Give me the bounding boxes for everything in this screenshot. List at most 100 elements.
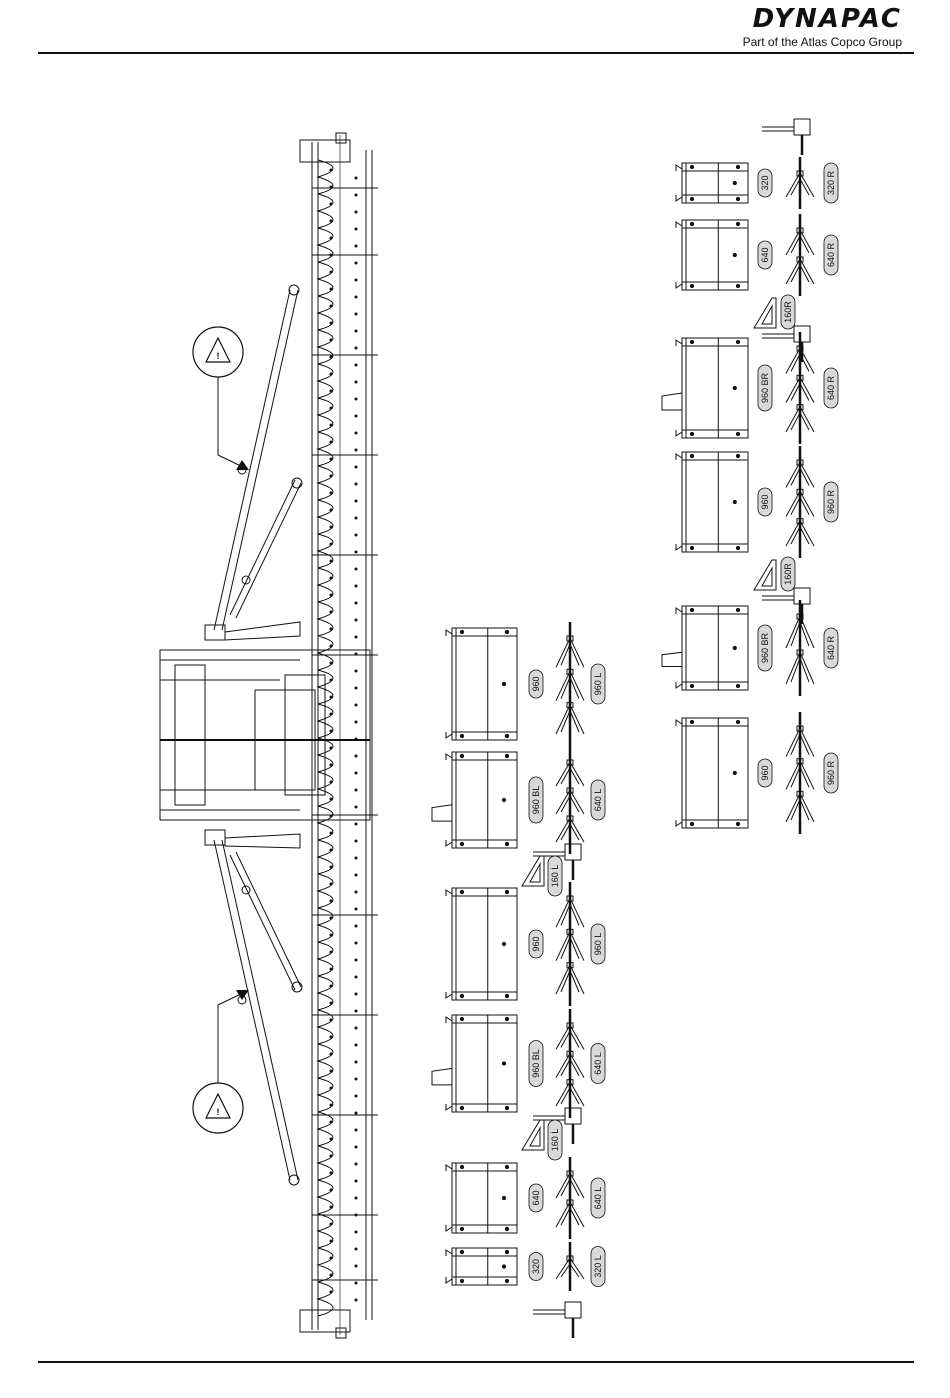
- tamper-unit: [786, 157, 814, 209]
- left-tamper-label-5: 320 L: [591, 1247, 605, 1287]
- left-module-2: 960 960 L: [446, 882, 605, 1006]
- extension-plate: [662, 338, 748, 438]
- left-clamp-label-3-text: 160 L: [550, 1129, 560, 1152]
- warning-callout-bottom: !: [193, 990, 249, 1133]
- left-tamper-label-1-text: 640 L: [593, 789, 603, 812]
- right-tamper-label-3: 960 R: [824, 482, 838, 522]
- right-tamper-label-1-text: 640 R: [826, 242, 836, 267]
- left-plate-label-5-text: 320: [531, 1259, 541, 1274]
- left-plate-label-4-text: 640: [531, 1190, 541, 1205]
- left-extension-kit: 960 960 L 960 BL 640 L 160 L 960 960 L 960 BL 64…: [432, 622, 605, 1338]
- left-module-0: 960 960 L: [446, 622, 605, 746]
- left-clamp-label-3: 160 L: [548, 1120, 562, 1160]
- right-tamper-label-2: 640 R: [824, 368, 838, 408]
- tamper-unit: [556, 1242, 584, 1291]
- extension-plate: [446, 888, 517, 1000]
- left-plate-label-1-text: 960 BL: [531, 786, 541, 815]
- right-plate-label-3: 960: [758, 488, 772, 516]
- extension-plate: [662, 606, 748, 690]
- right-module-1: 640 640 R 160R: [676, 214, 838, 362]
- right-plate-label-5: 960: [758, 759, 772, 787]
- right-tamper-label-5: 960 R: [824, 753, 838, 793]
- tamper-unit: [786, 214, 814, 296]
- clamp-bracket: [754, 298, 776, 328]
- drive-shaft: [762, 326, 810, 362]
- right-module-4: 960 BR 640 R: [662, 600, 838, 696]
- right-tamper-label-4-text: 640 R: [826, 635, 836, 660]
- right-plate-label-2: 960 BR: [758, 365, 772, 411]
- tamper-unit: [556, 1157, 584, 1239]
- tamper-unit: [556, 746, 584, 854]
- warning-symbol-top: !: [217, 351, 220, 361]
- left-tamper-label-3: 640 L: [591, 1044, 605, 1084]
- tamper-unit: [786, 332, 814, 444]
- right-module-2: 960 BR 640 R: [662, 332, 838, 444]
- extension-plate: [676, 220, 748, 290]
- left-module-3: 960 BL 640 L 160 L: [432, 1009, 605, 1160]
- right-clamp-label-1: 160R: [781, 295, 795, 329]
- tamper-unit: [786, 446, 814, 558]
- tamper-unit: [556, 622, 584, 746]
- left-tamper-label-2: 960 L: [591, 924, 605, 964]
- left-tamper-label-0-text: 960 L: [593, 673, 603, 696]
- drive-shaft: [762, 119, 810, 155]
- extension-plate: [432, 1015, 517, 1112]
- right-tamper-label-1: 640 R: [824, 235, 838, 275]
- left-plate-label-3: 960 BL: [529, 1041, 543, 1087]
- warning-symbol-bottom: !: [217, 1107, 220, 1117]
- left-module-4: 640 640 L: [446, 1157, 605, 1239]
- left-plate-label-0: 960: [529, 670, 543, 698]
- right-clamp-label-3: 160R: [781, 557, 795, 591]
- extension-plate: [446, 1163, 517, 1233]
- clamp-bracket: [754, 560, 776, 590]
- tamper-unit: [786, 600, 814, 696]
- right-plate-label-0-text: 320: [760, 175, 770, 190]
- right-tamper-label-2-text: 640 R: [826, 375, 836, 400]
- extension-plate: [446, 628, 517, 740]
- extension-plate: [676, 163, 748, 203]
- right-plate-label-2-text: 960 BR: [760, 372, 770, 403]
- main-screed-assembly: [160, 133, 378, 1338]
- left-tamper-label-4-text: 640 L: [593, 1187, 603, 1210]
- right-plate-label-0: 320: [758, 169, 772, 197]
- left-plate-label-2: 960: [529, 930, 543, 958]
- left-clamp-label-1: 160 L: [548, 856, 562, 896]
- left-tamper-label-0: 960 L: [591, 664, 605, 704]
- clamp-bracket: [522, 1120, 544, 1150]
- tamper-unit: [556, 882, 584, 1006]
- left-plate-label-5: 320: [529, 1253, 543, 1281]
- right-plate-label-1-text: 640: [760, 247, 770, 262]
- right-module-5: 960 960 R: [676, 712, 838, 834]
- right-clamp-label-1-text: 160R: [783, 301, 793, 323]
- right-extension-kit: 320 320 R 640 640 R 160R 960 BR 640 R 960 960 R 1…: [662, 119, 838, 834]
- left-clamp-label-1-text: 160 L: [550, 865, 560, 888]
- right-tamper-label-0: 320 R: [824, 163, 838, 203]
- left-tamper-label-1: 640 L: [591, 780, 605, 820]
- right-tamper-label-3-text: 960 R: [826, 489, 836, 514]
- extension-plate: [446, 1248, 517, 1285]
- right-plate-label-1: 640: [758, 241, 772, 269]
- tamper-unit: [786, 712, 814, 834]
- extension-plate: [676, 452, 748, 552]
- left-plate-label-1: 960 BL: [529, 777, 543, 823]
- extension-plate: [432, 752, 517, 848]
- left-module-5: 320 320 L: [446, 1242, 605, 1291]
- left-tamper-label-4: 640 L: [591, 1178, 605, 1218]
- right-plate-label-4: 960 BR: [758, 625, 772, 671]
- left-tamper-label-5-text: 320 L: [593, 1255, 603, 1278]
- left-plate-label-3-text: 960 BL: [531, 1049, 541, 1078]
- right-plate-label-5-text: 960: [760, 765, 770, 780]
- right-plate-label-3-text: 960: [760, 494, 770, 509]
- left-plate-label-2-text: 960: [531, 936, 541, 951]
- left-tamper-label-3-text: 640 L: [593, 1052, 603, 1075]
- right-tamper-label-0-text: 320 R: [826, 170, 836, 195]
- left-module-1: 960 BL 640 L 160 L: [432, 746, 605, 896]
- right-clamp-label-3-text: 160R: [783, 563, 793, 585]
- right-module-3: 960 960 R 160R: [676, 446, 838, 624]
- tamper-unit: [556, 1009, 584, 1118]
- left-plate-label-4: 640: [529, 1184, 543, 1212]
- left-plate-label-0-text: 960: [531, 676, 541, 691]
- right-tamper-label-5-text: 960 R: [826, 760, 836, 785]
- right-plate-label-4-text: 960 BR: [760, 632, 770, 663]
